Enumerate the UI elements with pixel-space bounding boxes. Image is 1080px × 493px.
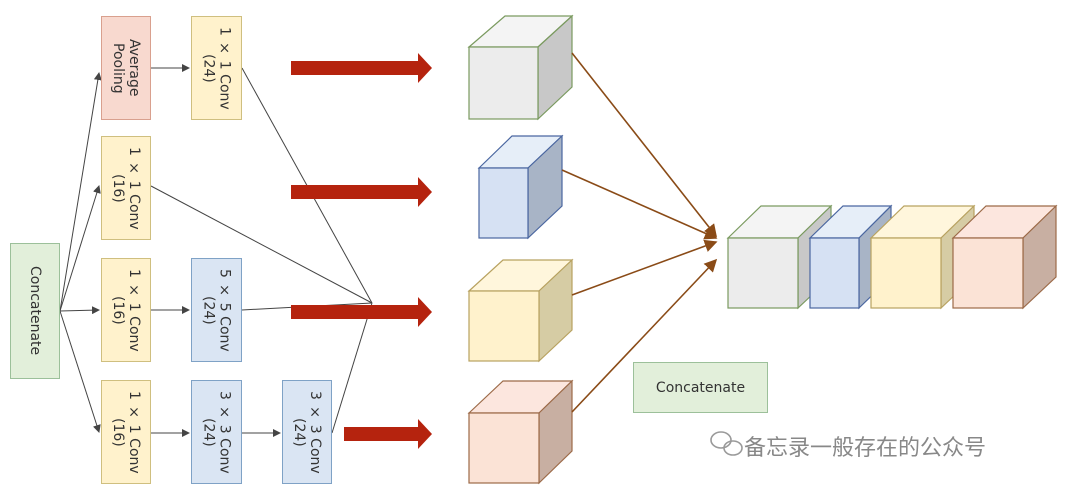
feature-map-cube-blue [477, 134, 564, 240]
branch3-conv1-box: 1 × 1 Conv (16) [101, 258, 151, 362]
branch2-conv-box: 1 × 1 Conv (16) [101, 136, 151, 240]
watermark-text: 备忘录一般存在的公众号 [744, 436, 987, 461]
branch2-conv-label: 1 × 1 Conv (16) [110, 146, 142, 230]
concat-arrows [561, 52, 718, 413]
branch4-conv3-label: 3 × 3 Conv (24) [291, 390, 323, 474]
feature-map-cube-pink [467, 379, 574, 485]
branch4-conv1-box: 1 × 1 Conv (16) [101, 380, 151, 484]
wechat-icon [710, 431, 743, 456]
branch4-conv2-box: 3 × 3 Conv (24) [191, 380, 242, 484]
branch3-conv1-label: 1 × 1 Conv (16) [110, 268, 142, 352]
branch4-conv2-label: 3 × 3 Conv (24) [200, 390, 233, 474]
concat-arrow-3 [571, 239, 718, 296]
branch4-conv1-label: 1 × 1 Conv (16) [110, 390, 142, 474]
concat-arrow-2 [561, 169, 718, 240]
concat-arrow-1 [571, 52, 717, 238]
branch3-conv2-label: 5 × 5 Conv (24) [200, 268, 233, 352]
arrow-to-average-pooling [59, 72, 102, 312]
branch-merge-lines [150, 67, 373, 434]
concat-arrow-4 [571, 258, 718, 413]
output-block-yellow [869, 204, 976, 310]
input-fanout-arrows [59, 72, 102, 433]
feature-map-arrows [291, 53, 432, 449]
branch1-conv-box: 1 × 1 Conv (24) [191, 16, 242, 120]
red-arrow-3 [291, 297, 432, 327]
branch-internal-arrows [151, 64, 281, 437]
output-concatenate-label: Concatenate [655, 379, 746, 396]
red-arrow-4 [344, 419, 432, 449]
arrow-to-branch4-conv [59, 310, 101, 433]
input-concatenate-box: Concatenate [10, 243, 60, 379]
red-arrow-1 [291, 53, 432, 83]
input-concatenate-label: Concatenate [27, 266, 43, 356]
branch3-conv2-box: 5 × 5 Conv (24) [191, 258, 242, 362]
output-block-pink [951, 204, 1058, 310]
feature-map-cube-yellow [467, 258, 574, 363]
branch1-conv-label: 1 × 1 Conv (24) [200, 26, 233, 110]
average-pooling-label: Average Pooling [110, 39, 142, 97]
branch4-conv3-box: 3 × 3 Conv (24) [282, 380, 332, 484]
merge-line-branch2 [150, 185, 373, 304]
merge-line-branch4 [331, 302, 373, 434]
feature-map-cube-gray [467, 14, 574, 121]
red-arrow-2 [291, 177, 432, 207]
arrow-to-branch2-conv [59, 185, 101, 312]
output-concatenate-box: Concatenate [633, 362, 768, 413]
arrow-to-branch3-conv [59, 306, 100, 315]
average-pooling-box: Average Pooling [101, 16, 151, 120]
watermark: 备忘录一般存在的公众号 [706, 430, 986, 462]
